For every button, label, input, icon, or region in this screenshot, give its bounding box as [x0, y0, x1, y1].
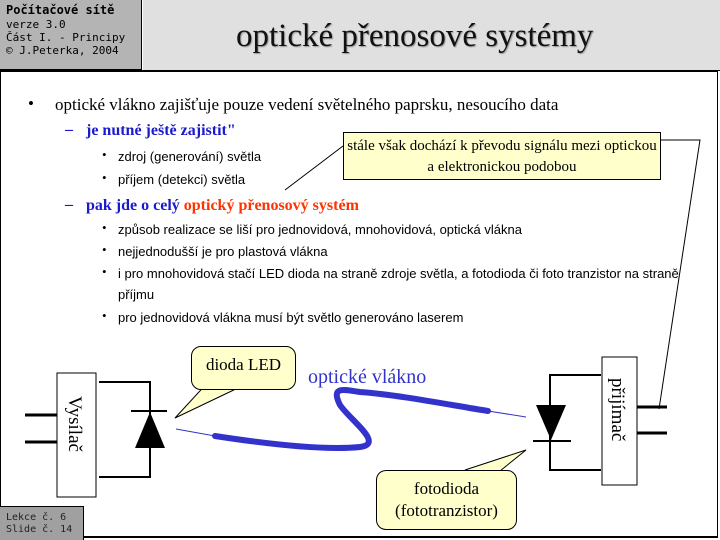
main-bullet: optické vlákno zajišťuje pouze vedení sv…	[55, 95, 559, 114]
bullet-icon: •	[102, 170, 107, 185]
list-item: nejjednodušší je pro plastová vlákna	[118, 244, 328, 259]
wire	[99, 381, 151, 478]
receiver-box	[601, 356, 638, 486]
photodiode-icon	[536, 405, 566, 440]
part: Část I. - Principy	[6, 31, 126, 44]
course-info: Počítačové sítě verze 3.0 Část I. - Prin…	[0, 0, 142, 70]
footer: Lekce č. 6 Slide č. 14	[0, 506, 84, 540]
list-item: pro jednovidová vlákna musí být světlo g…	[118, 310, 464, 325]
list-item: zdroj (generování) světla	[118, 149, 262, 164]
bullet-icon: •	[102, 242, 107, 257]
callout-pointer	[284, 145, 344, 191]
bullet-icon: •	[102, 220, 107, 235]
fiber-label: optické vlákno	[308, 366, 427, 388]
bullet-icon: •	[102, 147, 107, 162]
led-diode-icon	[135, 412, 165, 448]
bullet-icon: •	[28, 94, 34, 113]
list-item: příjem (detekci) světla	[118, 172, 246, 187]
lesson-number: Lekce č. 6	[6, 512, 67, 523]
version: verze 3.0	[6, 18, 66, 31]
course-name: Počítačové sítě	[6, 3, 115, 17]
page-title: optické přenosové systémy	[236, 18, 594, 54]
receiver-label: přijímač	[607, 378, 628, 442]
list-item: způsob realizace se liší pro jednovidová…	[118, 222, 522, 237]
slide-number: Slide č. 14	[6, 524, 73, 535]
sub-bullet-1: je nutné ještě zajistit"	[86, 122, 236, 139]
optical-fiber	[212, 386, 491, 451]
photodiode-label: fotodioda	[413, 479, 480, 498]
callout-pointer	[658, 139, 701, 410]
fiber-thin	[175, 428, 216, 437]
conversion-callout: stále však dochází k převodu signálu mez…	[343, 132, 661, 180]
bullet-icon: •	[102, 308, 107, 323]
fiber-thin	[487, 410, 527, 418]
sub-bullet-2-prefix: pak jde o celý	[86, 197, 184, 214]
dash-icon: –	[65, 196, 73, 213]
bullet-icon: •	[102, 264, 107, 279]
transmitter-label: Vysílač	[64, 396, 85, 452]
author: © J.Peterka, 2004	[6, 44, 119, 57]
transmitter-box	[56, 372, 97, 498]
slide-body	[0, 70, 718, 538]
phototransistor-label: (fototranzistor)	[395, 501, 498, 520]
list-item: i pro mnohovidová stačí LED dioda na str…	[118, 266, 679, 302]
sub-bullet-2: pak jde o celý optický přenosový systém	[86, 197, 359, 215]
dash-icon: –	[65, 121, 73, 138]
photodiode-callout: fotodioda (fototranzistor)	[376, 470, 517, 530]
led-callout: dioda LED	[191, 346, 296, 390]
sub-bullet-2-highlight: optický přenosový systém	[183, 197, 359, 214]
